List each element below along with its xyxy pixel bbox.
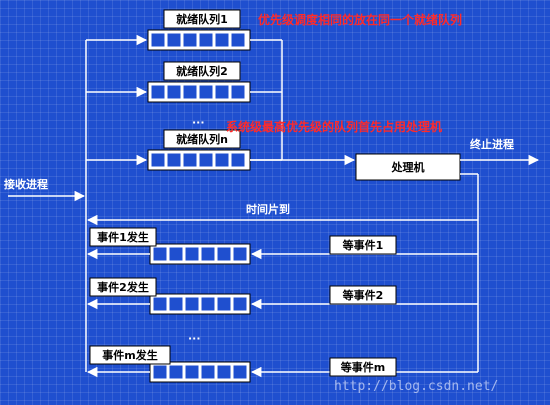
event-2-occurs-label: 事件2发生 bbox=[97, 280, 149, 294]
note-same-priority: 优先级调度相同的放在同一个就绪队列 bbox=[258, 12, 462, 27]
queue-cell bbox=[184, 296, 200, 312]
ready-queue-n-label: 就绪队列n bbox=[176, 132, 228, 146]
queue-cell bbox=[200, 296, 216, 312]
ready-queue-1-label: 就绪队列1 bbox=[176, 12, 228, 26]
ellipsis-bottom: ··· bbox=[188, 332, 201, 345]
queue-cell bbox=[232, 364, 248, 380]
queue-cell bbox=[168, 246, 184, 262]
queue-cell bbox=[166, 152, 182, 168]
queue-cell bbox=[150, 84, 166, 100]
note-highest-first: 系统级最高优先级的队列首先占用处理机 bbox=[226, 119, 442, 134]
queue-cell bbox=[230, 32, 246, 48]
queue-cell bbox=[216, 364, 232, 380]
queue-cell bbox=[200, 246, 216, 262]
queue-cell bbox=[216, 296, 232, 312]
queue-cell bbox=[152, 246, 168, 262]
watermark-text: http://blog.csdn.net/ bbox=[334, 379, 498, 394]
ellipsis-top: ··· bbox=[192, 116, 205, 129]
queue-cell bbox=[184, 246, 200, 262]
queue-cell bbox=[200, 364, 216, 380]
processor-label: 处理机 bbox=[391, 160, 425, 174]
queue-cell bbox=[166, 84, 182, 100]
queue-cell bbox=[152, 296, 168, 312]
queue-cell bbox=[166, 32, 182, 48]
queue-cell bbox=[184, 364, 200, 380]
wait-event-m-label: 等事件m bbox=[340, 360, 385, 374]
queue-cell bbox=[232, 246, 248, 262]
receive-label: 接收进程 bbox=[4, 177, 48, 191]
queue-cell bbox=[230, 84, 246, 100]
queue-cell bbox=[150, 32, 166, 48]
queue-cell bbox=[152, 364, 168, 380]
queue-cell bbox=[198, 32, 214, 48]
time-slice-label: 时间片到 bbox=[246, 202, 290, 216]
wait-row-1 bbox=[86, 243, 478, 265]
queue-cell bbox=[168, 364, 184, 380]
wait-row-2 bbox=[86, 293, 478, 315]
queue-cell bbox=[214, 32, 230, 48]
queue-cell bbox=[214, 152, 230, 168]
queue-cells bbox=[150, 32, 248, 380]
event-m-occurs-label: 事件m发生 bbox=[102, 348, 157, 362]
queue-cell bbox=[198, 84, 214, 100]
terminate-label: 终止进程 bbox=[470, 137, 514, 151]
queue-cell bbox=[150, 152, 166, 168]
queue-cell bbox=[216, 246, 232, 262]
queue-cell bbox=[182, 32, 198, 48]
queue-cell bbox=[182, 84, 198, 100]
queue-cell bbox=[214, 84, 230, 100]
wait-event-1-label: 等事件1 bbox=[342, 238, 384, 252]
queue-cell bbox=[230, 152, 246, 168]
wait-event-2-label: 等事件2 bbox=[342, 288, 384, 302]
queue-cell bbox=[232, 296, 248, 312]
queue-cell bbox=[198, 152, 214, 168]
queue-cell bbox=[182, 152, 198, 168]
queue-cell bbox=[168, 296, 184, 312]
ready-queue-2-label: 就绪队列2 bbox=[176, 64, 228, 78]
processor-box bbox=[355, 153, 461, 181]
event-1-occurs-label: 事件1发生 bbox=[97, 230, 149, 244]
